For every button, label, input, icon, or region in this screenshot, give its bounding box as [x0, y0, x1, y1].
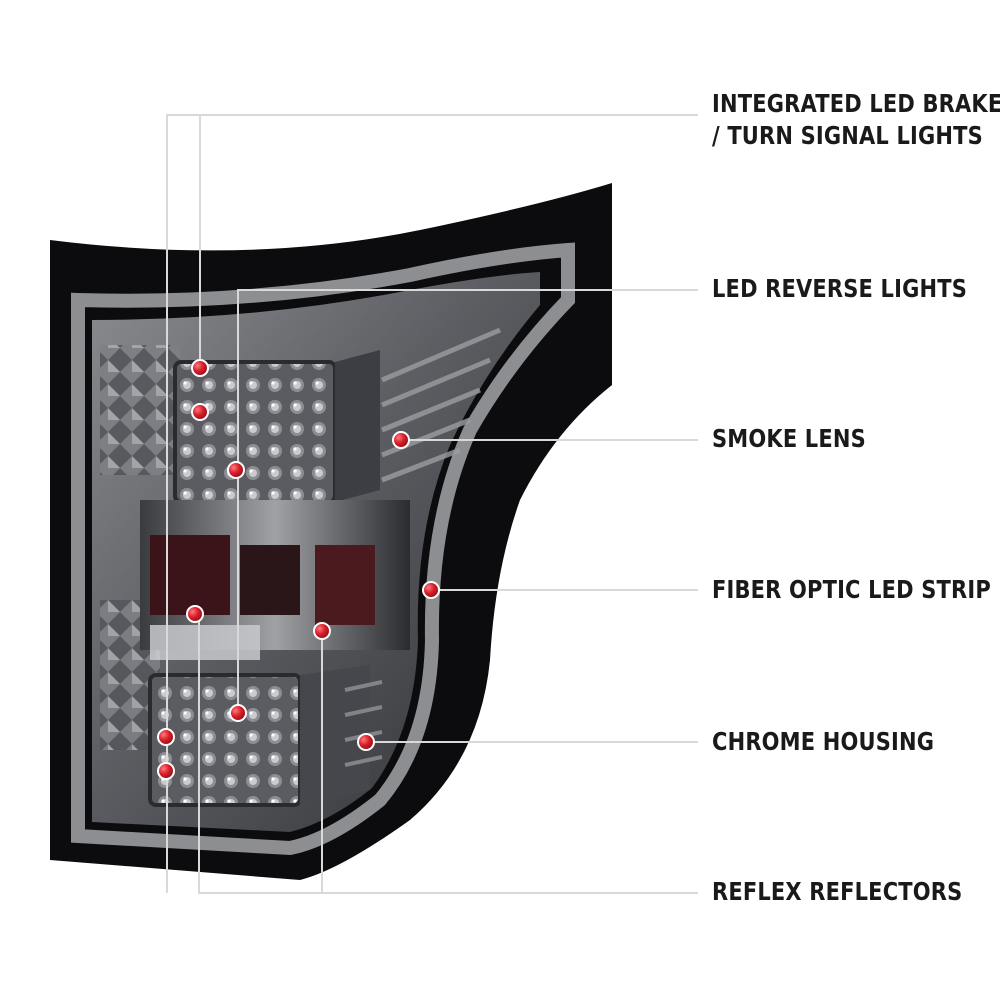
- red-dot-marker-icon: [422, 581, 440, 599]
- upper-led-block: [173, 360, 337, 504]
- callout-smoke-lens-line-1: SMOKE LENS: [712, 424, 866, 453]
- marker-dots: [157, 359, 440, 780]
- red-dot-marker-icon: [313, 622, 331, 640]
- red-dot-marker-icon: [357, 733, 375, 751]
- red-dot-marker-icon: [229, 704, 247, 722]
- red-dot-marker-icon: [186, 605, 204, 623]
- callout-chrome-housing-label: CHROME HOUSING: [712, 726, 934, 758]
- red-dot-marker-icon: [157, 762, 175, 780]
- leader-lines: [166, 114, 698, 894]
- red-dot-marker-icon: [191, 403, 209, 421]
- reflex-reflector-center: [240, 545, 300, 615]
- red-dot-marker-icon: [227, 461, 245, 479]
- fiber-optic-strip-shape: [71, 242, 575, 856]
- reflex-reflector-left: [150, 535, 230, 615]
- callout-brake-turn-label: INTEGRATED LED BRAKE / TURN SIGNAL LIGHT…: [712, 88, 1000, 152]
- red-dot-marker-icon: [157, 728, 175, 746]
- smoke-lens-louvers: [381, 327, 501, 483]
- callout-brake-turn-line-1: INTEGRATED LED BRAKE: [712, 89, 1000, 118]
- callout-reverse-line-1: LED REVERSE LIGHTS: [712, 274, 968, 303]
- callout-reflex-label: REFLEX REFLECTORS: [712, 876, 962, 908]
- callout-reflex-line-1: REFLEX REFLECTORS: [712, 877, 963, 906]
- callout-chrome-housing-line-1: CHROME HOUSING: [712, 727, 935, 756]
- callout-brake-turn-line-2: / TURN SIGNAL LIGHTS: [712, 121, 983, 150]
- red-dot-marker-icon: [191, 359, 209, 377]
- reflex-reflector-right: [315, 545, 375, 625]
- callout-reverse-label: LED REVERSE LIGHTS: [712, 273, 967, 305]
- red-dot-marker-icon: [392, 431, 410, 449]
- callout-fiber-optic-label: FIBER OPTIC LED STRIP: [712, 574, 991, 606]
- callout-smoke-lens-label: SMOKE LENS: [712, 423, 866, 455]
- callout-fiber-optic-line-1: FIBER OPTIC LED STRIP: [712, 575, 991, 604]
